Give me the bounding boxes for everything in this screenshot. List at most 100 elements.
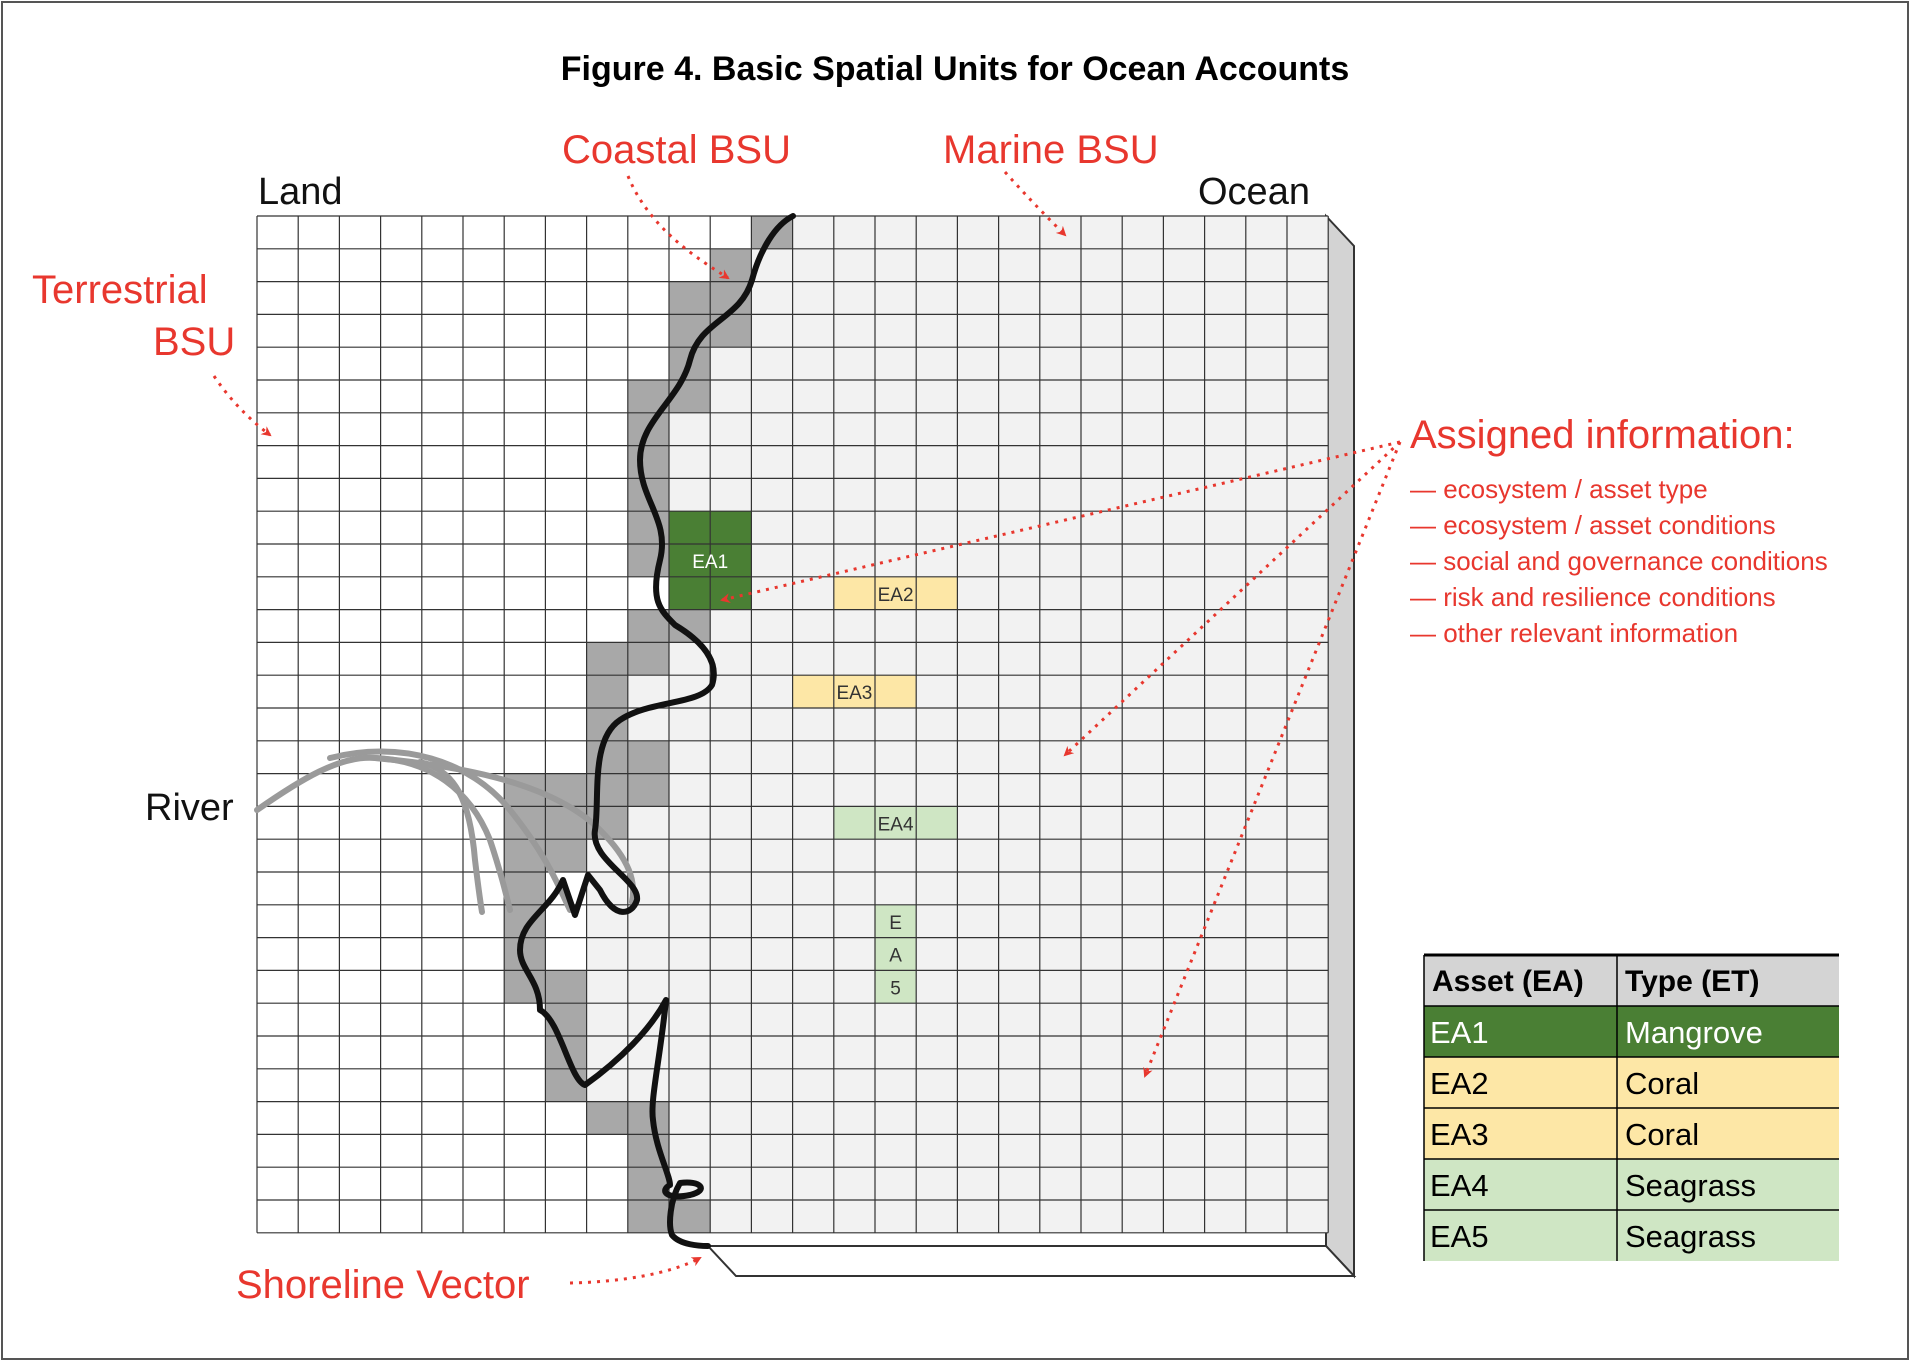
bsu-cell — [1287, 642, 1329, 676]
bsu-cell — [298, 544, 340, 577]
bsu-cell — [1122, 1134, 1164, 1168]
bsu-cell — [875, 314, 917, 348]
bsu-cell — [1163, 576, 1205, 610]
bsu-cell — [751, 544, 793, 577]
bsu-cell — [833, 478, 875, 512]
bsu-cell — [833, 609, 875, 643]
bsu-cell — [833, 380, 875, 413]
terrestrial-bsu-label-line2: BSU — [153, 320, 235, 364]
bsu-cell — [380, 609, 422, 643]
bsu-cell — [1287, 806, 1329, 840]
bsu-cell — [751, 937, 793, 971]
bsu-cell — [957, 1036, 999, 1069]
bsu-cell — [710, 806, 752, 840]
bsu-cell — [710, 1101, 752, 1135]
bsu-cell — [916, 1101, 958, 1135]
bsu-cell — [463, 740, 505, 774]
bsu-cell — [998, 708, 1040, 741]
figure-title: Figure 4. Basic Spatial Units for Ocean … — [561, 50, 1350, 88]
bsu-cell — [1039, 1068, 1081, 1102]
bsu-cell — [833, 1200, 875, 1233]
bsu-cell — [792, 216, 834, 249]
bsu-cell — [1163, 904, 1205, 938]
bsu-cell — [957, 904, 999, 938]
bsu-cell — [339, 1200, 381, 1233]
bsu-cell — [1287, 904, 1329, 938]
bsu-cell — [998, 1101, 1040, 1135]
bsu-cell — [586, 347, 628, 380]
grid-side-face — [1325, 213, 1355, 1279]
bsu-cell — [380, 708, 422, 741]
bsu-cell — [916, 1003, 958, 1036]
bsu-cell — [916, 872, 958, 905]
bsu-cell — [1081, 412, 1123, 446]
bsu-cell — [669, 773, 711, 807]
bsu-cell — [1287, 773, 1329, 807]
bsu-cell — [751, 511, 793, 544]
table-row — [1424, 1108, 1839, 1159]
bsu-cell — [586, 609, 628, 643]
bsu-cell — [1122, 314, 1164, 348]
bsu-cell — [1287, 347, 1329, 380]
table-row — [1424, 1057, 1839, 1108]
bsu-cell — [380, 281, 422, 315]
bsu-cell — [1122, 380, 1164, 413]
bsu-cell — [875, 708, 917, 741]
bsu-cell — [380, 1167, 422, 1200]
bsu-cell — [1287, 839, 1329, 872]
bsu-cell — [1204, 412, 1246, 446]
bsu-cell — [957, 708, 999, 741]
bsu-cell — [1163, 708, 1205, 741]
bsu-cell — [957, 544, 999, 577]
bsu-cell — [1122, 1200, 1164, 1233]
bsu-cell — [421, 216, 463, 249]
bsu-cell — [998, 1134, 1040, 1168]
bsu-cell — [545, 347, 587, 380]
bsu-cell — [916, 1200, 958, 1233]
bsu-cell — [1122, 511, 1164, 544]
bsu-cell — [710, 675, 752, 708]
grid-label-ea2: EA2 — [878, 585, 914, 606]
bsu-cell — [1287, 281, 1329, 315]
bsu-cell — [998, 1036, 1040, 1069]
bsu-cell — [1204, 740, 1246, 774]
bsu-cell — [463, 281, 505, 315]
bsu-cell — [916, 511, 958, 544]
bsu-cell — [833, 248, 875, 282]
bsu-cell — [710, 412, 752, 446]
bsu-cell — [1039, 1036, 1081, 1069]
bsu-cell — [792, 937, 834, 971]
bsu-cell — [298, 216, 340, 249]
bsu-cell — [1039, 1003, 1081, 1036]
bsu-cell — [669, 1003, 711, 1036]
bsu-cell — [1287, 1101, 1329, 1135]
bsu-cell — [875, 773, 917, 807]
bsu-cell — [916, 839, 958, 872]
table-cell-type: Seagrass — [1625, 1219, 1756, 1254]
bsu-cell — [792, 1003, 834, 1036]
bsu-cell — [1204, 773, 1246, 807]
bsu-cell — [421, 1200, 463, 1233]
bsu-cell — [421, 970, 463, 1004]
annotation-arrows — [212, 171, 1402, 1285]
bsu-cell — [339, 839, 381, 872]
bsu-cell — [1122, 248, 1164, 282]
bsu-cell — [875, 478, 917, 512]
bsu-cell — [792, 839, 834, 872]
bsu-cell — [1204, 216, 1246, 249]
bsu-cell — [545, 216, 587, 249]
bsu-cell — [710, 1167, 752, 1200]
bsu-cell — [669, 412, 711, 446]
bsu-cell — [1081, 1101, 1123, 1135]
bsu-cell — [1204, 609, 1246, 643]
bsu-cell — [339, 380, 381, 413]
bsu-cell — [545, 445, 587, 479]
bsu-cell — [1039, 281, 1081, 315]
bsu-cell — [1039, 445, 1081, 479]
bsu-cell — [916, 478, 958, 512]
bsu-cell — [545, 937, 587, 971]
bsu-cell — [463, 1036, 505, 1069]
bsu-cell — [998, 576, 1040, 610]
assigned-info-item: — ecosystem / asset conditions — [1410, 510, 1776, 540]
bsu-cell — [1287, 314, 1329, 348]
